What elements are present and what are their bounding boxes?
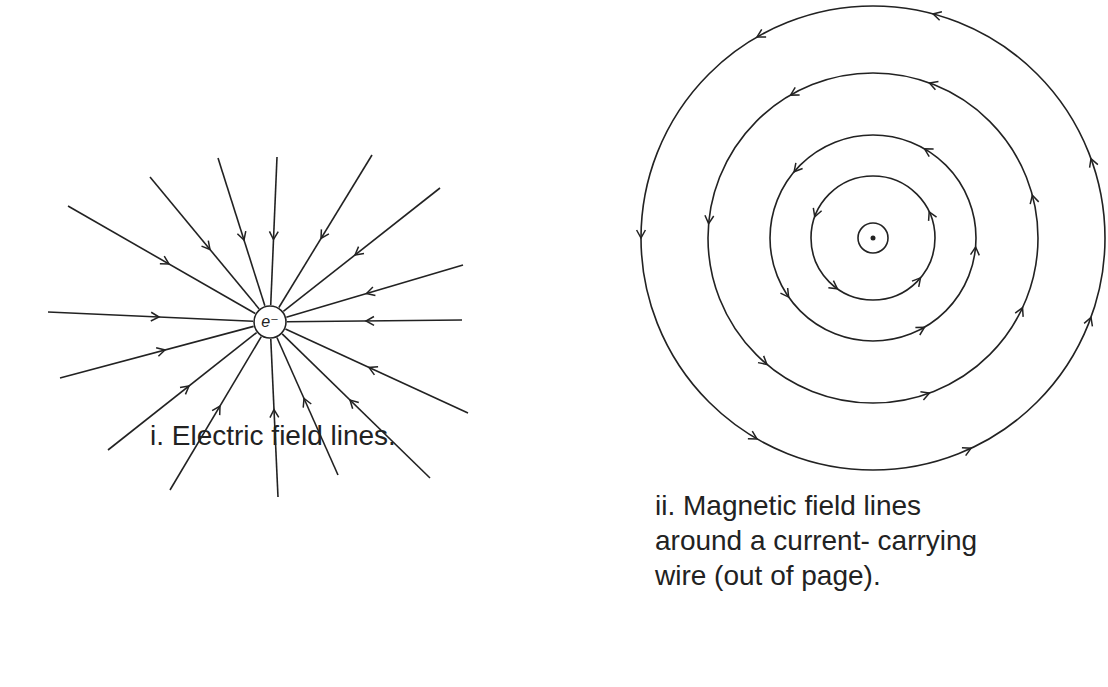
field-circle: [770, 135, 976, 341]
field-arrowhead: [270, 410, 279, 418]
field-arrowhead: [269, 231, 278, 239]
field-arrowhead: [151, 312, 159, 321]
field-arrowhead: [637, 230, 646, 238]
field-arrowhead: [925, 149, 934, 157]
field-arrowhead: [350, 400, 359, 409]
field-arrowhead: [920, 392, 929, 400]
field-line: [271, 157, 277, 305]
field-arrowhead: [212, 406, 220, 415]
field-line: [279, 155, 372, 307]
field-arrowhead: [369, 367, 378, 375]
figure-caption: i. Electric field lines.: [150, 418, 470, 453]
field-arrowhead: [303, 399, 311, 408]
field-arrowhead: [794, 163, 803, 172]
figure-caption: ii. Magnetic field lines around a curren…: [655, 488, 1000, 593]
field-arrowhead: [156, 348, 165, 357]
field-line: [218, 158, 265, 306]
field-arrowhead: [929, 82, 938, 90]
magnetic-field-lines: [637, 6, 1105, 470]
field-arrowhead: [813, 208, 821, 217]
charge-circle: e⁻: [253, 305, 287, 339]
field-arrowhead: [355, 247, 364, 255]
field-arrowhead: [1084, 317, 1092, 326]
field-arrowhead: [160, 256, 169, 264]
field-line: [286, 265, 463, 317]
field-arrowhead: [962, 448, 971, 456]
field-arrowhead: [791, 87, 800, 95]
field-circle: [708, 73, 1038, 403]
field-arrowhead: [828, 281, 837, 289]
field-line: [48, 312, 253, 321]
field-arrowhead: [367, 287, 376, 295]
field-line: [287, 320, 462, 322]
field-arrowhead: [933, 12, 942, 21]
field-arrowhead: [180, 386, 189, 394]
field-line: [150, 177, 259, 309]
field-arrowhead: [366, 317, 374, 326]
field-arrowhead: [757, 29, 766, 37]
field-arrowhead: [915, 327, 924, 335]
field-arrowhead: [912, 278, 921, 287]
field-arrowhead: [321, 229, 329, 238]
field-arrowhead: [929, 212, 937, 221]
field-line: [283, 188, 440, 311]
wire-symbol: [858, 223, 888, 253]
field-line: [271, 339, 278, 497]
field-arrowhead: [758, 356, 767, 365]
field-arrowhead: [202, 241, 210, 250]
field-line: [285, 329, 468, 413]
field-arrowhead: [748, 431, 757, 439]
charge-symbol: e⁻: [261, 314, 278, 330]
field-arrowhead: [237, 231, 245, 240]
field-line: [60, 326, 254, 378]
current-dot: [871, 236, 876, 241]
field-arrowhead: [971, 247, 980, 255]
field-arrowhead: [780, 288, 788, 297]
field-circle: [811, 176, 935, 300]
field-line: [170, 337, 261, 490]
field-line: [282, 334, 430, 478]
field-circle: [641, 6, 1105, 470]
circle-outline: [254, 306, 286, 338]
field-arrowhead: [1090, 159, 1098, 168]
field-arrowhead: [1030, 195, 1039, 204]
field-line: [68, 206, 255, 314]
field-arrowhead: [1015, 308, 1023, 317]
field-arrowhead: [705, 215, 714, 223]
